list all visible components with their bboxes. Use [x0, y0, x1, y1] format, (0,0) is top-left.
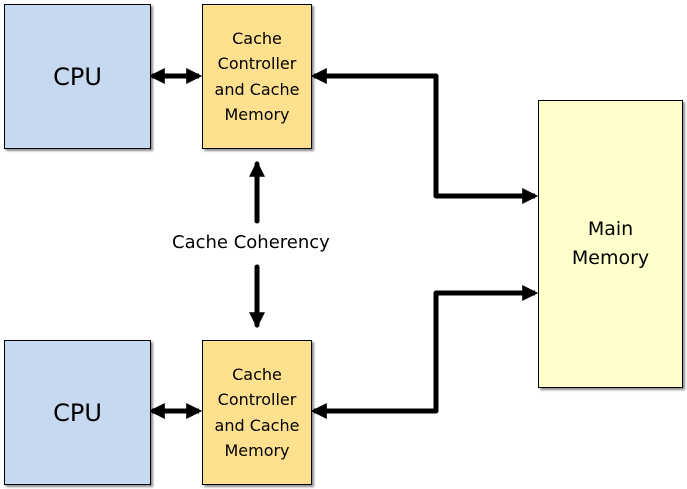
- cpu-top-label: CPU: [53, 62, 102, 91]
- cache-bottom-box: Cache Controller and Cache Memory: [202, 340, 312, 485]
- cpu-bottom-box: CPU: [4, 340, 151, 485]
- cache-top-line-3: and Cache: [214, 79, 300, 99]
- cache-top-line-2: Controller: [217, 54, 297, 73]
- cache-bottom-line-2: Controller: [217, 390, 297, 409]
- cache-top-box: Cache Controller and Cache Memory: [202, 4, 312, 149]
- cache-bottom-line-1: Cache: [232, 364, 282, 384]
- arrow-cache-bottom-memory: [310, 284, 539, 420]
- arrow-cache-top-memory: [310, 67, 539, 205]
- cpu-top-box: CPU: [4, 4, 151, 149]
- main-memory-line-2: Memory: [571, 247, 650, 269]
- cache-top-line-1: Cache: [232, 28, 282, 48]
- main-memory-line-1: Main: [587, 218, 634, 240]
- cache-coherency-label: Cache Coherency: [172, 232, 330, 253]
- main-memory-box: Main Memory: [538, 100, 683, 388]
- cache-bottom-line-3: and Cache: [214, 415, 300, 435]
- cache-top-line-4: Memory: [224, 105, 290, 124]
- cpu-bottom-label: CPU: [53, 398, 102, 427]
- cache-bottom-line-4: Memory: [224, 441, 290, 460]
